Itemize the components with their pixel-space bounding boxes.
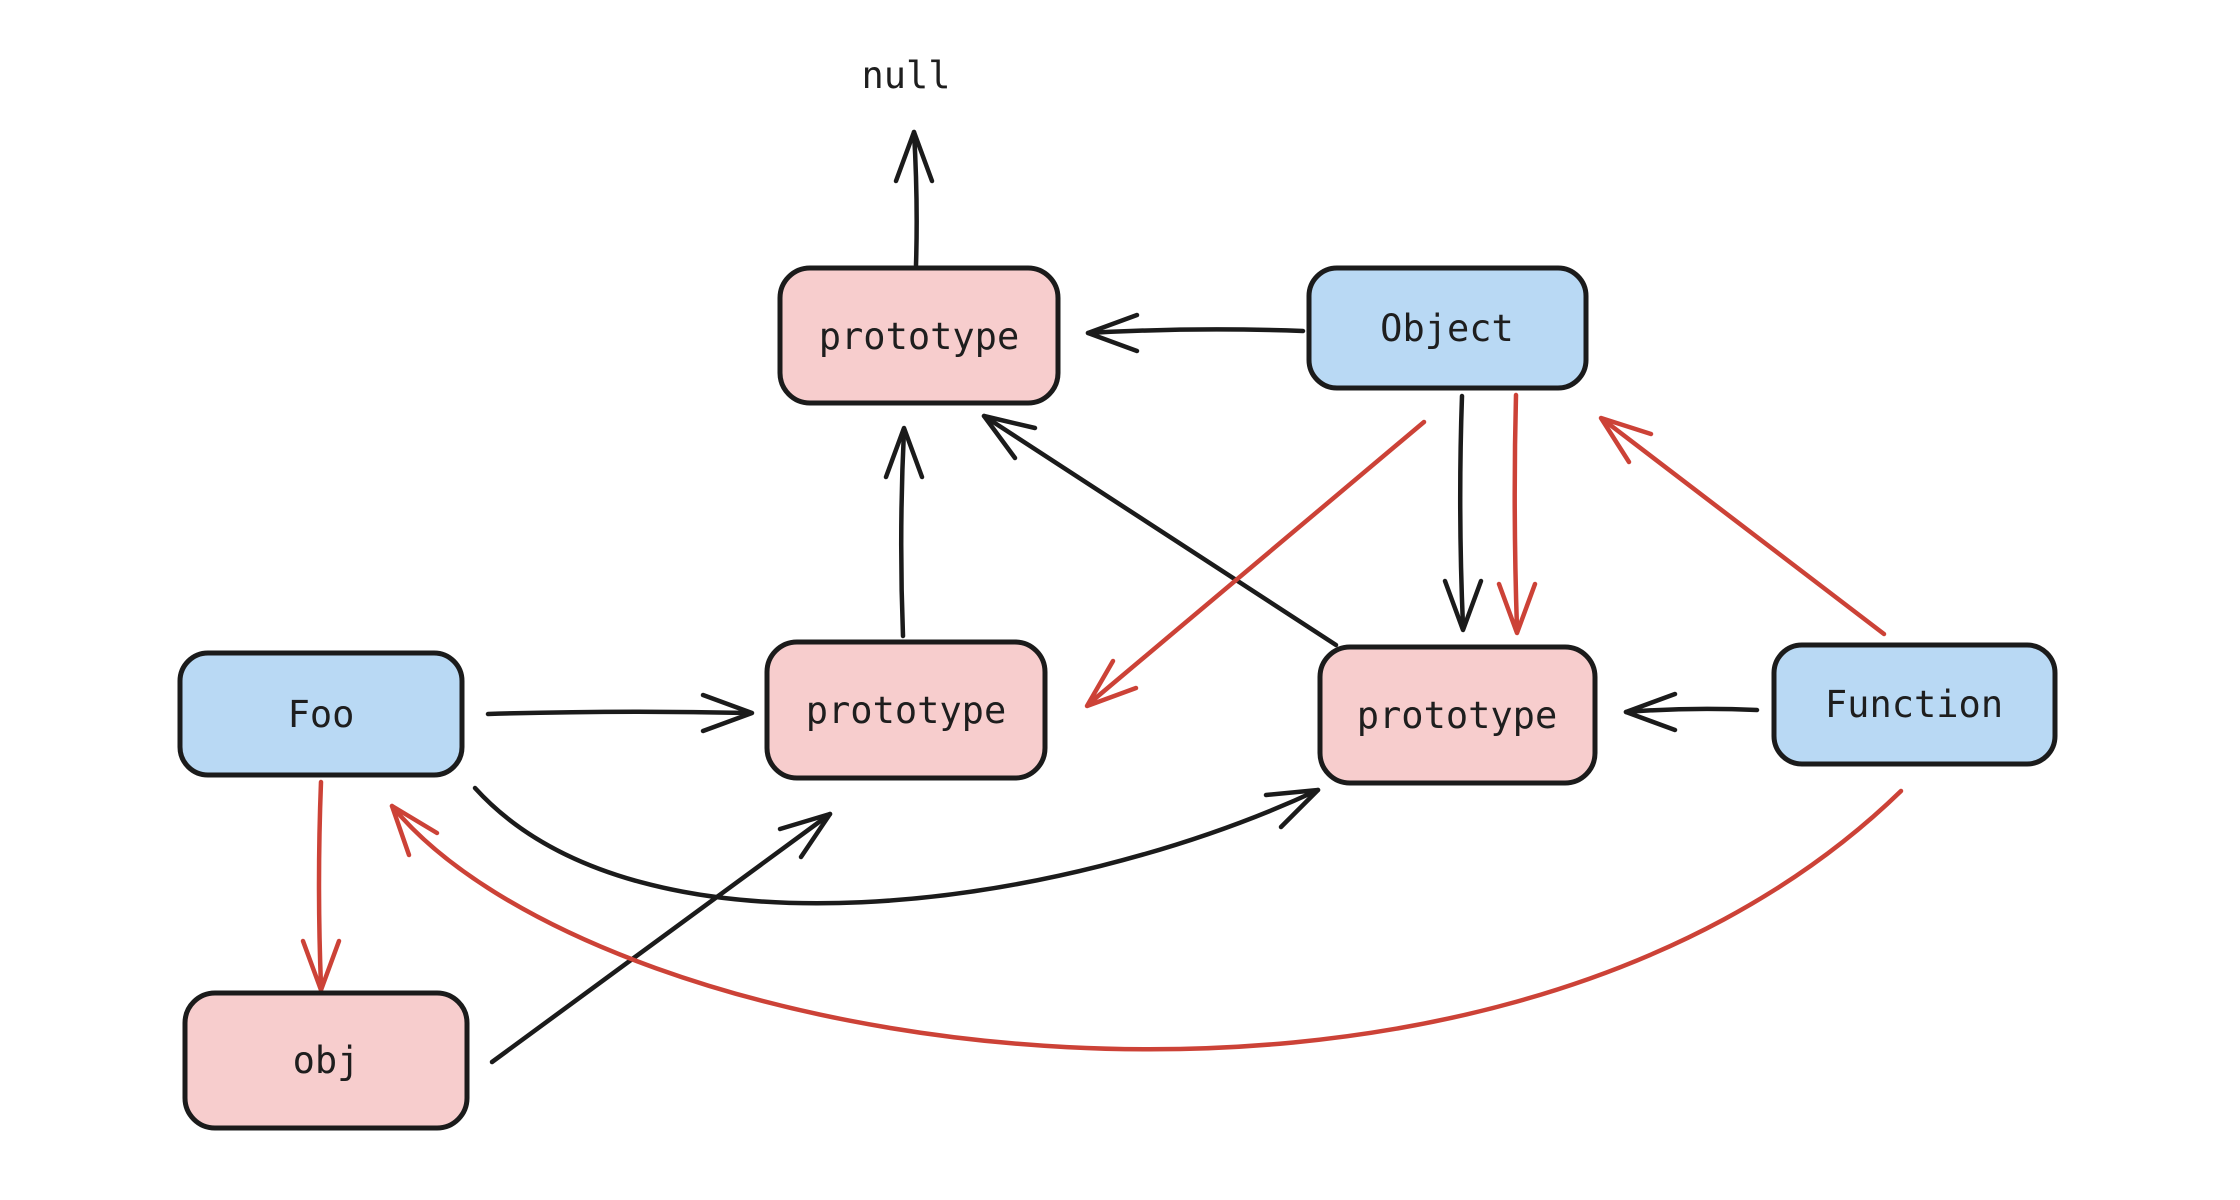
node-function-box	[1771, 642, 2058, 767]
node-object: Object	[1306, 265, 1589, 391]
arrow-obj-to-prototype-middle	[489, 811, 833, 1065]
node-prototype-right-box	[1317, 644, 1598, 786]
null-label: null	[861, 54, 950, 97]
arrow-object-to-prototype-top	[1085, 312, 1306, 354]
arrow-prototype-middle-to-prototype-top	[883, 425, 925, 639]
arrow-function-to-object-red	[1598, 415, 1887, 637]
node-obj-box	[182, 990, 470, 1131]
node-function: Function	[1771, 642, 2058, 767]
arrow-prototype-right-to-prototype-top	[981, 413, 1339, 648]
node-prototype-right: prototype	[1317, 644, 1598, 786]
node-obj-label: obj	[293, 1039, 360, 1082]
arrow-object-to-prototype-right-red	[1496, 392, 1538, 636]
node-prototype-top-label: prototype	[819, 315, 1019, 358]
node-prototype-top-box	[777, 265, 1061, 406]
node-object-label: Object	[1380, 307, 1514, 350]
node-prototype-middle-box	[764, 639, 1048, 781]
arrow-foo-to-prototype-middle	[485, 692, 755, 734]
node-prototype-top: prototype	[777, 265, 1061, 406]
arrow-object-to-prototype-middle-red	[1084, 419, 1427, 709]
black-arrows	[472, 129, 1760, 1065]
node-foo-box	[177, 650, 465, 778]
node-prototype-right-label: prototype	[1357, 694, 1557, 737]
node-obj: obj	[182, 990, 470, 1131]
arrow-foo-to-prototype-right-curved	[472, 785, 1321, 906]
arrow-prototype-top-to-null	[893, 129, 935, 268]
node-object-box	[1306, 265, 1589, 391]
node-foo-label: Foo	[288, 693, 355, 736]
arrow-function-to-prototype-right	[1623, 691, 1760, 733]
arrow-function-to-foo-red-curved	[389, 788, 1904, 1052]
arrow-foo-to-obj-red	[300, 779, 342, 993]
node-foo: Foo	[177, 650, 465, 778]
red-arrows	[300, 392, 1904, 1052]
node-prototype-middle-label: prototype	[806, 689, 1006, 732]
arrow-object-to-prototype-right-black	[1442, 393, 1484, 633]
node-function-label: Function	[1825, 683, 2003, 726]
node-prototype-middle: prototype	[764, 639, 1048, 781]
